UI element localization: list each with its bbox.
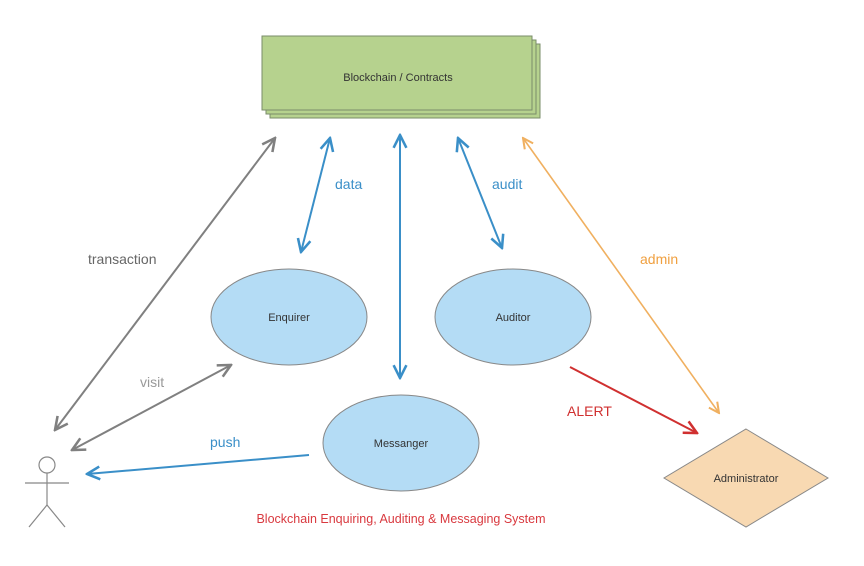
user-right-leg: [46, 504, 66, 528]
edge-label-audit: audit: [492, 176, 522, 192]
administrator-node[interactable]: Administrator: [663, 428, 829, 528]
messanger-node[interactable]: Messanger: [322, 394, 480, 492]
edge-label-admin: admin: [640, 251, 678, 267]
edge-label-transaction: transaction: [88, 251, 156, 267]
blockchain-node[interactable]: Blockchain / Contracts: [261, 35, 541, 119]
edge-audit[interactable]: [458, 138, 502, 248]
administrator-label: Administrator: [714, 473, 779, 485]
auditor-ellipse: [434, 268, 592, 366]
edge-visit[interactable]: [72, 365, 231, 450]
enquirer-node[interactable]: Enquirer: [210, 268, 368, 366]
edge-label-data: data: [335, 176, 362, 192]
enquirer-ellipse: [210, 268, 368, 366]
auditor-node[interactable]: Auditor: [434, 268, 592, 366]
edge-alert[interactable]: [569, 366, 697, 433]
blockchain-stack-front: [261, 35, 533, 111]
diagram-title: Blockchain Enquiring, Auditing & Messagi…: [256, 512, 545, 526]
user-head: [38, 456, 56, 474]
edge-admin[interactable]: [523, 138, 719, 413]
user-left-leg: [28, 504, 48, 528]
messanger-label: Messanger: [374, 438, 429, 450]
edge-label-push: push: [210, 434, 240, 450]
enquirer-label: Enquirer: [268, 312, 310, 324]
edge-label-alert: ALERT: [567, 403, 612, 419]
edge-data[interactable]: [301, 138, 330, 252]
edge-push[interactable]: [87, 454, 310, 474]
blockchain-label: Blockchain / Contracts: [343, 72, 453, 84]
edge-label-visit: visit: [140, 374, 164, 390]
administrator-diamond: [663, 428, 829, 528]
messanger-ellipse: [322, 394, 480, 492]
auditor-label: Auditor: [496, 312, 531, 324]
user-actor[interactable]: [25, 456, 69, 528]
